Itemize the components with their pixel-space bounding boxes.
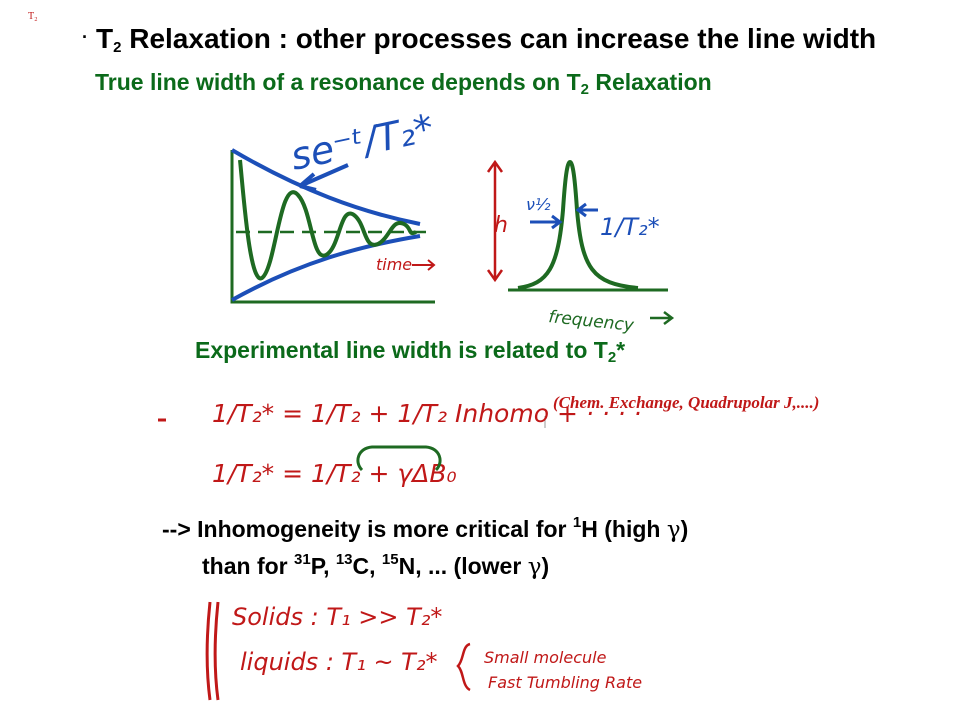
- liquids-line: liquids : T₁ ~ T₂*: [240, 648, 437, 676]
- conclusion-text: --> Inhomogeneity is more critical for 1…: [162, 508, 688, 582]
- title-bullet: ·: [82, 27, 88, 47]
- peak-sketch: h ν½ 1/T₂* frequency: [486, 159, 675, 336]
- fid-sketch: se⁻ᵗ/T₂* time: [230, 106, 438, 304]
- relaxation-comparison: Solids : T₁ >> T₂* liquids : T₁ ~ T₂* Sm…: [205, 601, 642, 701]
- time-label: time: [376, 255, 412, 274]
- envelope-label: se⁻ᵗ/T₂*: [287, 106, 438, 179]
- conclusion-line-1: --> Inhomogeneity is more critical for 1…: [162, 514, 689, 543]
- liquids-note-2: Fast Tumbling Rate: [488, 673, 642, 692]
- equation-1-note: (Chem. Exchange, Quadrupolar J,....): [553, 393, 820, 412]
- equation-1: 1/T₂* = 1/T₂ + 1/T₂ Inhomo + · · · ·: [212, 399, 641, 428]
- slide-subtitle: True line width of a resonance depends o…: [95, 69, 712, 98]
- frequency-label: frequency: [547, 307, 635, 336]
- equation-2: 1/T₂* = 1/T₂ + γΔB₀: [212, 459, 457, 488]
- corner-mark: T₂: [28, 11, 38, 22]
- width-label: 1/T₂*: [600, 213, 660, 241]
- conclusion-line-2: than for 31P, 13C, 15N, ... (lower γ): [202, 551, 550, 580]
- halfwidth-label: ν½: [526, 195, 551, 214]
- height-label: h: [494, 213, 508, 238]
- slide-title: T2 Relaxation : other processes can incr…: [96, 23, 877, 56]
- equation-sketches: 1/T₂* = 1/T₂ + 1/T₂ Inhomo + · · · · 1/T…: [158, 399, 641, 488]
- solids-line: Solids : T₁ >> T₂*: [232, 603, 442, 631]
- experimental-heading: Experimental line width is related to T2…: [195, 337, 626, 366]
- liquids-note-1: Small molecule: [484, 648, 607, 667]
